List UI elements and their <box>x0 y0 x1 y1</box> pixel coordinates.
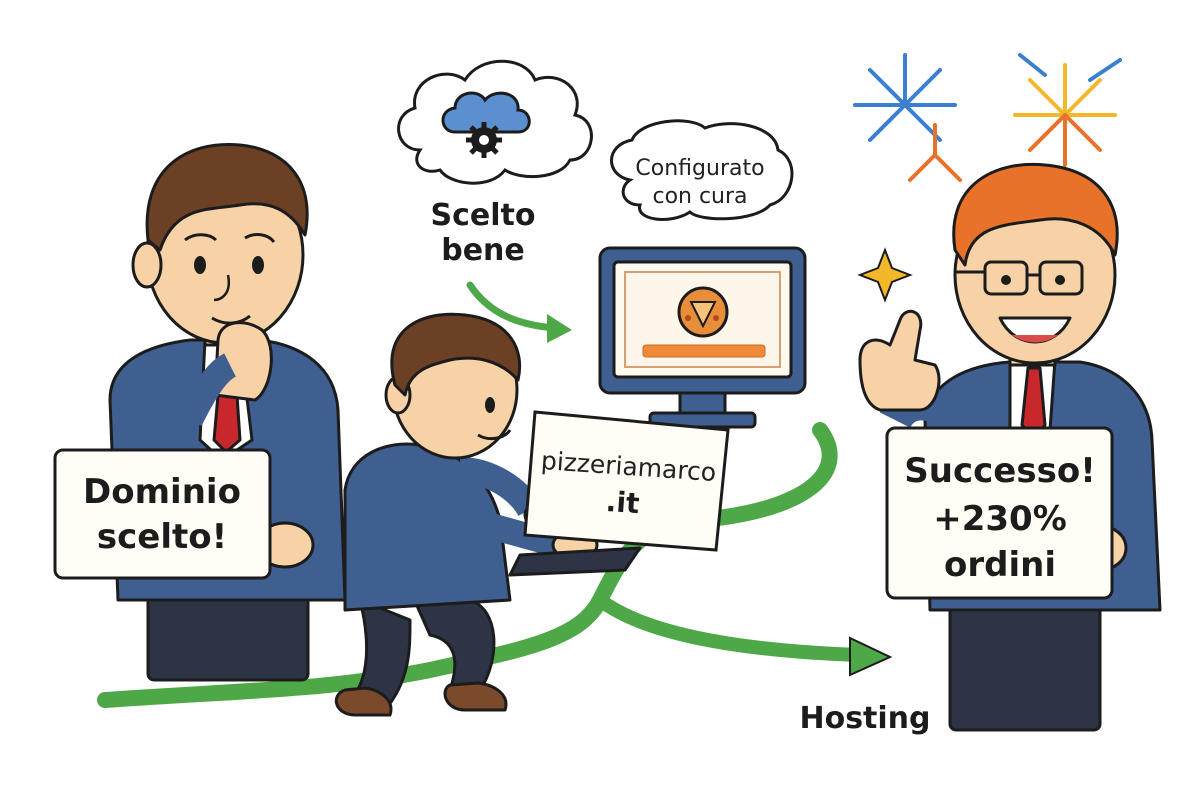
left-man <box>108 142 347 682</box>
scelto-label-line2: bene <box>441 233 525 268</box>
configured-line1: Configurato <box>635 156 764 181</box>
right-sign-line2: +230% <box>933 499 1067 539</box>
arrow-icon <box>547 314 572 343</box>
laptop-screen: pizzeriamarco .it <box>523 410 730 552</box>
arrow-small-path <box>466 281 559 332</box>
domain-line2: .it <box>605 485 641 520</box>
pizza-logo-icon <box>677 286 729 338</box>
green-path <box>97 422 838 708</box>
firework-icon <box>1013 53 1122 167</box>
hosting-label: Hosting <box>799 701 930 736</box>
left-sign: Dominio scelto! <box>53 448 272 580</box>
sparkle-icon <box>857 247 913 303</box>
scelto-label-line1: Scelto <box>431 198 536 233</box>
configured-bubble: Configurato con cura <box>610 119 794 221</box>
kneeling-man <box>334 312 642 717</box>
screen-progress-bar <box>642 344 766 358</box>
configured-line2: con cura <box>652 184 747 209</box>
right-sign: Successo! +230% ordini <box>885 426 1114 600</box>
left-sign-line1: Dominio <box>83 472 241 512</box>
firework-icon <box>853 53 962 182</box>
right-sign-line3: ordini <box>944 545 1056 585</box>
arrow-icon <box>849 636 893 677</box>
green-path-branch <box>593 593 867 662</box>
cloud-gear-icon <box>441 91 531 158</box>
computer-monitor <box>598 246 807 429</box>
left-sign-line2: scelto! <box>97 517 227 557</box>
right-sign-line1: Successo! <box>904 451 1095 491</box>
